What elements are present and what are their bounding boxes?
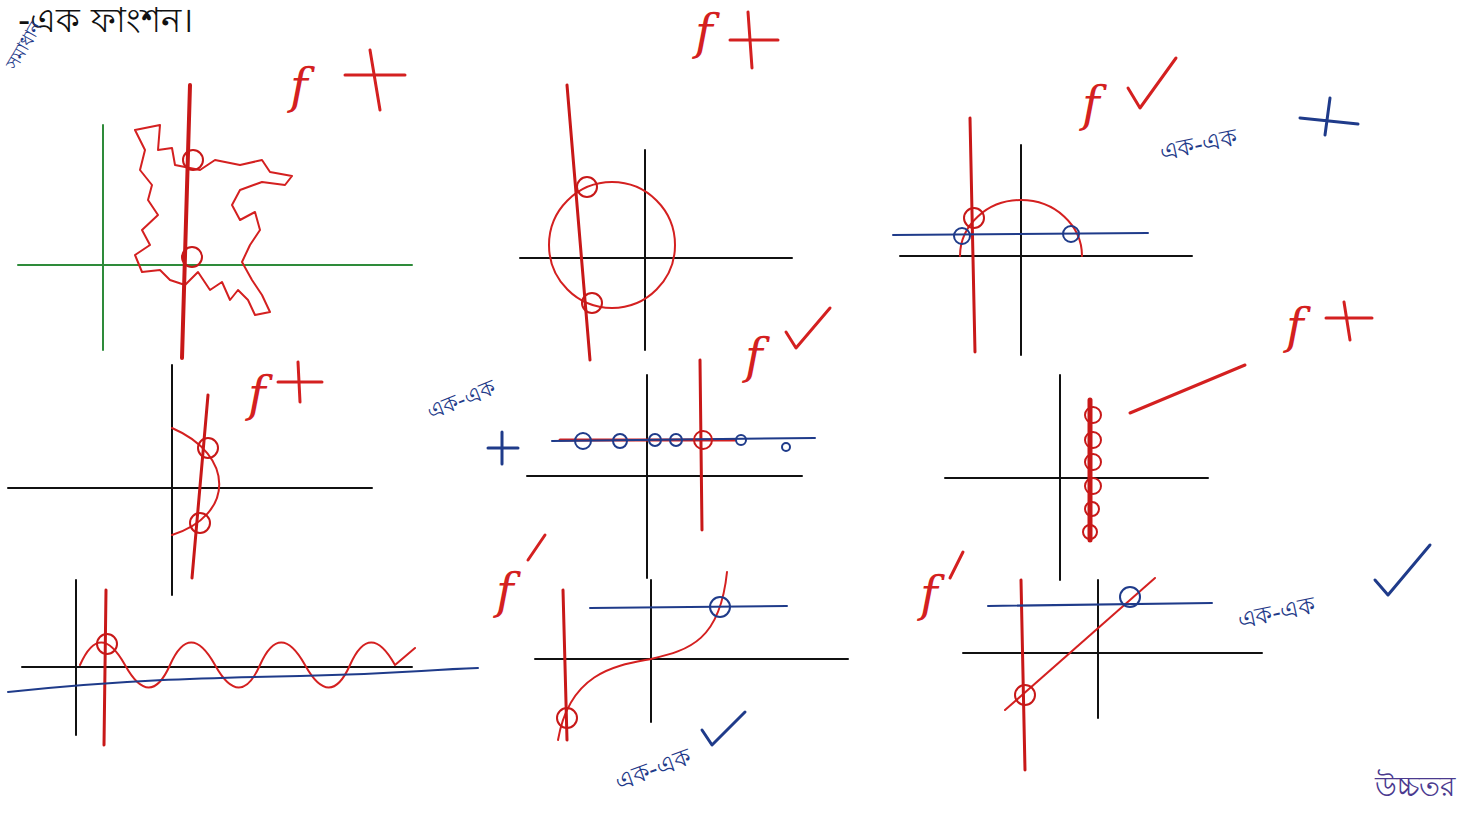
graph-circle [520,85,792,360]
graph-sine [8,580,478,745]
one-one-mark: এক-এক [1235,592,1317,634]
red-marks [278,12,1372,578]
function-mark: f [695,6,713,59]
function-mark: f [920,568,938,621]
graph-vertical-line [945,375,1208,580]
function-mark: f [745,330,763,383]
handwritten-note: সমাধান [2,17,46,73]
graph-cubic [535,572,848,740]
graph-map [18,85,412,358]
function-mark: f [248,368,266,421]
heading-text: -এক ফাংশন। [18,2,193,39]
one-one-mark: এক-এক [611,744,694,796]
graph-constant [527,360,815,578]
one-one-mark: এক-এক [423,376,499,425]
graph-bracket-curve [8,365,372,595]
blue-marks [488,98,1430,745]
graph-semicircle [893,118,1192,355]
graph-straight-line [963,578,1262,770]
one-one-mark: এক-এক [1157,124,1239,166]
footer-text: উচ্চতর [1375,772,1455,803]
function-mark: f [1082,78,1100,131]
function-mark: f [1286,300,1304,353]
function-mark: f [290,60,308,113]
function-mark: f [496,565,514,618]
